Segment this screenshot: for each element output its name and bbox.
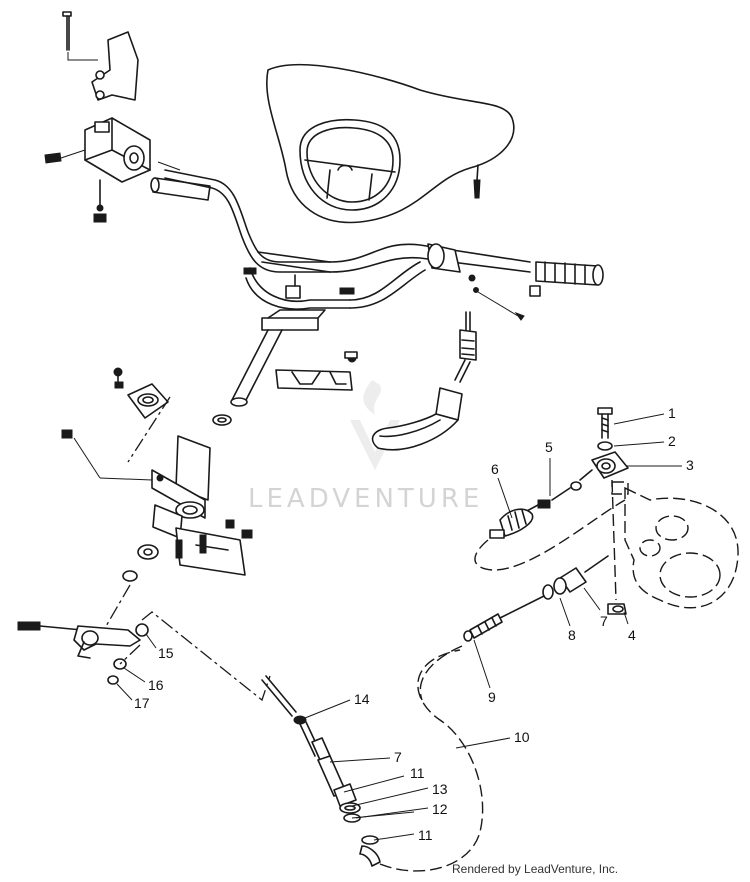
- control-housing: [44, 117, 151, 223]
- tether-switch: [371, 311, 477, 451]
- callout-2: 2: [668, 433, 676, 449]
- callout-9: 9: [488, 689, 496, 705]
- callout-6: 6: [491, 461, 499, 477]
- steering-bracket: [61, 367, 253, 641]
- callout-11-upper: 11: [410, 765, 425, 781]
- callout-10: 10: [514, 729, 530, 745]
- handlebar-pad: [266, 63, 515, 224]
- upper-cable-end: [474, 487, 626, 571]
- callout-1: 1: [668, 405, 676, 421]
- watermark-text: LEADVENTURE: [248, 484, 484, 514]
- callout-13: 13: [432, 781, 448, 797]
- watermark-logo: [350, 380, 400, 470]
- callout-17: 17: [134, 695, 150, 711]
- callout-8: 8: [568, 627, 576, 643]
- callout-15: 15: [158, 645, 174, 661]
- callout-7-lower: 7: [394, 749, 402, 765]
- callout-3: 3: [686, 457, 694, 473]
- callout-14: 14: [354, 691, 370, 707]
- steering-arm: [17, 621, 157, 701]
- callout-4: 4: [628, 627, 636, 643]
- callout-11-lower: 11: [418, 827, 433, 843]
- clevis-assembly: [570, 407, 629, 615]
- lower-cable: [317, 649, 484, 872]
- callout-12: 12: [432, 801, 448, 817]
- link-rod: [141, 611, 331, 761]
- handlebar: [150, 161, 604, 321]
- credit-text: Rendered by LeadVenture, Inc.: [452, 862, 619, 876]
- mount-bracket: [62, 11, 139, 101]
- throttle-cable: [419, 555, 609, 701]
- callout-5: 5: [545, 439, 553, 455]
- engine-case-phantom: [611, 481, 739, 609]
- callout-16: 16: [148, 677, 164, 693]
- callouts: 1 2 3 4 5 6 7 7 8 9 10 11 11 12 13 14 15…: [134, 405, 694, 843]
- clamp-plate: [275, 351, 358, 391]
- steering-post: [212, 309, 326, 426]
- callout-leaders: [304, 413, 682, 841]
- callout-7-upper: 7: [600, 613, 608, 629]
